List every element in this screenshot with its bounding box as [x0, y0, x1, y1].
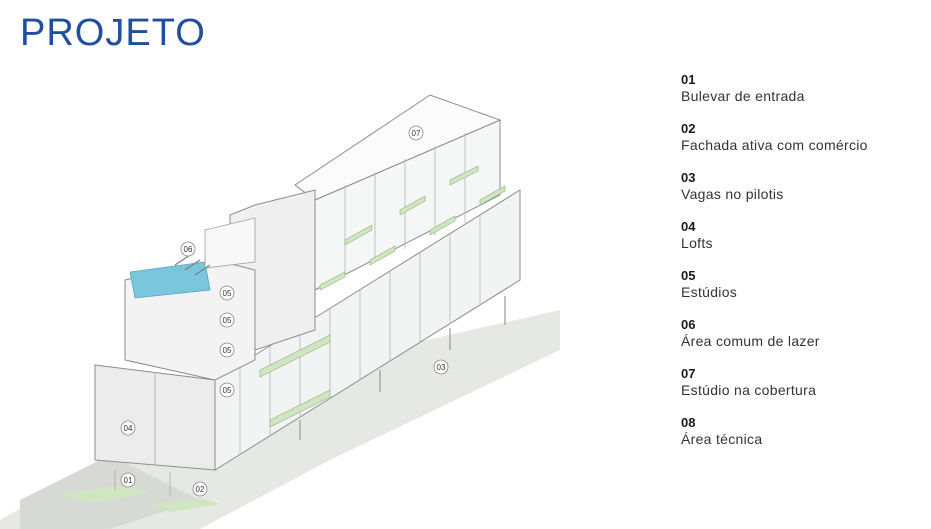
marker-05-b: 05 [219, 312, 235, 328]
legend-label: Lofts [681, 235, 713, 251]
svg-text:03: 03 [437, 363, 446, 372]
marker-05-d: 05 [219, 382, 235, 398]
svg-text:04: 04 [124, 424, 133, 433]
marker-07: 07 [408, 125, 424, 141]
marker-02: 02 [192, 481, 208, 497]
svg-text:05: 05 [223, 346, 232, 355]
legend-item: 06 Área comum de lazer [681, 317, 926, 350]
svg-text:01: 01 [124, 476, 133, 485]
marker-01: 01 [120, 472, 136, 488]
marker-04: 04 [120, 420, 136, 436]
svg-text:05: 05 [223, 289, 232, 298]
legend-item: 02 Fachada ativa com comércio [681, 121, 926, 154]
legend-item: 08 Área técnica [681, 415, 926, 448]
legend-number: 04 [681, 219, 696, 234]
legend-label: Bulevar de entrada [681, 88, 805, 104]
legend-item: 03 Vagas no pilotis [681, 170, 926, 203]
legend-label: Área técnica [681, 431, 763, 447]
legend-label: Estúdios [681, 284, 738, 300]
svg-text:02: 02 [196, 485, 205, 494]
legend-label: Vagas no pilotis [681, 186, 784, 202]
roof-terrace [204, 217, 256, 269]
svg-text:07: 07 [412, 129, 421, 138]
legend-label: Área comum de lazer [681, 333, 820, 349]
marker-03: 03 [433, 359, 449, 375]
legend-number: 01 [681, 72, 696, 87]
legend-number: 03 [681, 170, 696, 185]
svg-text:05: 05 [223, 386, 232, 395]
boulevard-green-1 [60, 485, 150, 503]
page-title: PROJETO [20, 12, 206, 54]
legend-label: Fachada ativa com comércio [681, 137, 868, 153]
pool [129, 261, 211, 299]
marker-05-a: 05 [219, 285, 235, 301]
legend-number: 06 [681, 317, 696, 332]
legend-number: 05 [681, 268, 696, 283]
legend-number: 07 [681, 366, 696, 381]
legend-number: 02 [681, 121, 696, 136]
legend: 01 Bulevar de entrada 02 Fachada ativa c… [681, 72, 926, 464]
boulevard-green-2 [150, 498, 220, 512]
legend-item: 01 Bulevar de entrada [681, 72, 926, 105]
legend-number: 08 [681, 415, 696, 430]
marker-06: 06 [180, 241, 196, 257]
marker-05-c: 05 [219, 342, 235, 358]
legend-label: Estúdio na cobertura [681, 382, 817, 398]
svg-text:05: 05 [223, 316, 232, 325]
legend-item: 07 Estúdio na cobertura [681, 366, 926, 399]
building-isometric-drawing: 07 06 05 05 05 05 03 04 01 02 [0, 94, 560, 529]
legend-item: 04 Lofts [681, 219, 926, 252]
legend-item: 05 Estúdios [681, 268, 926, 301]
svg-text:06: 06 [184, 245, 193, 254]
